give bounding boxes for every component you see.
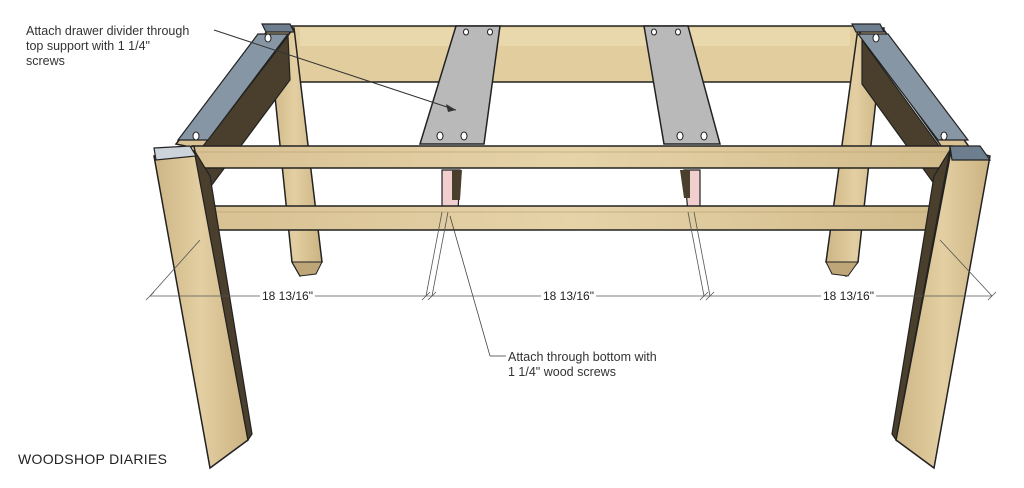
top-support-line-2: top support with 1 1/4" xyxy=(26,39,150,53)
front-top-rail xyxy=(191,145,951,169)
brand-logo-text: WOODSHOP DIARIES xyxy=(18,451,168,467)
dimension-middle: 18 13/16" xyxy=(541,289,596,303)
front-left-leg xyxy=(153,145,253,470)
bottom-leader xyxy=(449,215,506,357)
dimension-left: 18 13/16" xyxy=(260,289,315,303)
top-support-line-3: screws xyxy=(26,54,65,68)
dimension-right: 18 13/16" xyxy=(821,289,876,303)
bottom-line-2: 1 1/4" wood screws xyxy=(508,365,616,379)
bottom-line-1: Attach through bottom with xyxy=(508,350,657,364)
back-apron xyxy=(291,25,859,83)
front-bottom-stretcher xyxy=(203,205,941,231)
bottom-annotation: Attach through bottom with 1 1/4" wood s… xyxy=(508,350,657,380)
drawer-divider-right-end xyxy=(680,169,701,213)
drawer-divider-right-top xyxy=(643,25,721,145)
top-support-line-1: Attach drawer divider through xyxy=(26,24,190,38)
drawer-divider-left-top xyxy=(418,25,501,145)
corner-bracket-back-left xyxy=(176,23,295,141)
top-support-leader xyxy=(213,29,457,112)
top-support-annotation: Attach drawer divider through top suppor… xyxy=(26,24,189,69)
corner-bracket-back-right xyxy=(851,23,970,141)
front-right-leg xyxy=(891,145,992,470)
